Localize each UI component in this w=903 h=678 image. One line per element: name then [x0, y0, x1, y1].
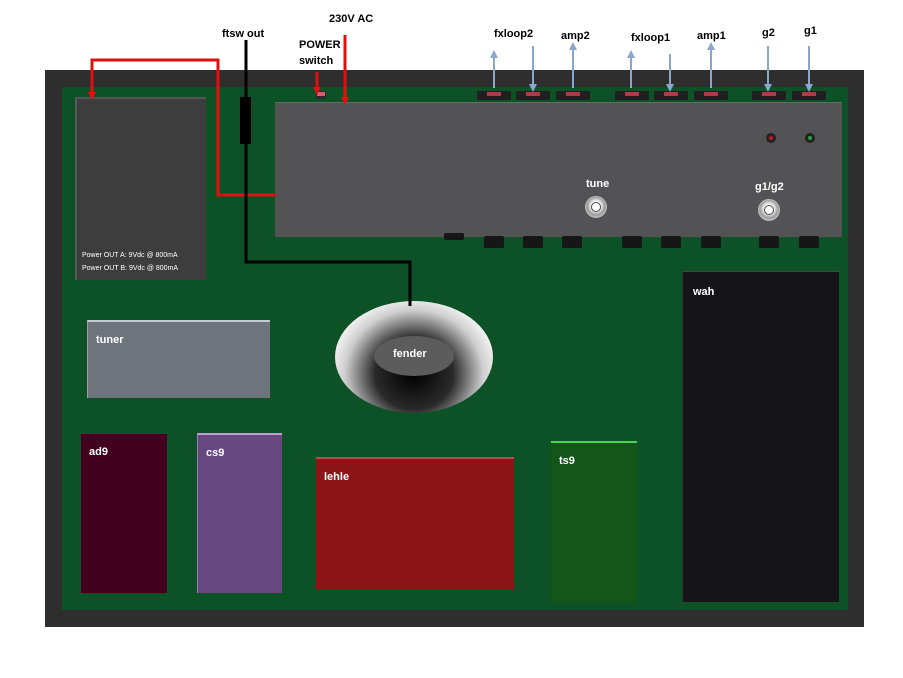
footswitch-spare-2: [694, 91, 728, 100]
ftsw-out-wire: [244, 40, 412, 306]
g1-label: g1: [804, 25, 817, 37]
footswitch-fxloop2: [477, 91, 511, 100]
jack: [484, 236, 504, 248]
footswitch-fxloop1: [615, 91, 649, 100]
pedal-wah: wah: [682, 271, 839, 602]
g1g2-knob-icon: [758, 199, 780, 221]
psu-out-b-label: Power OUT B: 9Vdc @ 800mA: [82, 265, 179, 272]
footswitch-amp1: [654, 91, 688, 100]
pedal-ad9: ad9: [81, 433, 167, 593]
pedal-lehle: lehle: [316, 457, 514, 590]
tune-knob-icon: [585, 196, 607, 218]
footswitch-g1: [792, 91, 826, 100]
fender-center: [374, 336, 454, 376]
power-wire: [88, 58, 276, 197]
fxloop2-label: fxloop2: [494, 28, 534, 40]
jack: [444, 233, 464, 240]
jack: [759, 236, 779, 248]
jack: [622, 236, 642, 248]
led-g2: [766, 133, 776, 143]
psu-out-a-label: Power OUT A: 9Vdc @ 800mA: [82, 252, 178, 259]
ftsw-plug: [240, 97, 251, 144]
power-switch: [316, 91, 326, 99]
pedal-tuner: tuner: [87, 320, 270, 398]
power-supply: Power OUT A: 9Vdc @ 800mA Power OUT B: 9…: [75, 97, 206, 280]
switch-label: switch: [299, 55, 334, 67]
tune-label: tune: [586, 178, 610, 190]
led-g1: [805, 133, 815, 143]
g2-label: g2: [762, 27, 775, 39]
jack: [523, 236, 543, 248]
power-label: POWER: [299, 39, 341, 51]
jack: [799, 236, 819, 248]
pedal-cs9: cs9: [197, 433, 282, 593]
amp1-label: amp1: [697, 30, 726, 42]
pedal-label: ad9: [89, 446, 108, 458]
pedal-label: ts9: [559, 455, 575, 467]
pedal-label: tuner: [96, 334, 124, 346]
pedal-label: cs9: [206, 447, 225, 459]
amp2-label: amp2: [561, 30, 590, 42]
pedal-label: lehle: [324, 471, 350, 483]
ac-label: 230V AC: [329, 13, 374, 25]
footswitch-spare: [556, 91, 590, 100]
pedal-ts9: ts9: [551, 441, 637, 602]
jack: [562, 236, 582, 248]
jack: [661, 236, 681, 248]
footswitch-amp2: [516, 91, 550, 100]
pedal-label: wah: [693, 286, 715, 298]
footswitch-g2: [752, 91, 786, 100]
fender-label: fender: [393, 348, 427, 360]
fxloop1-label: fxloop1: [631, 32, 671, 44]
g1g2-label: g1/g2: [755, 181, 784, 193]
jack: [701, 236, 721, 248]
loop-switcher: [275, 102, 842, 237]
ftsw-out-label: ftsw out: [222, 28, 265, 40]
